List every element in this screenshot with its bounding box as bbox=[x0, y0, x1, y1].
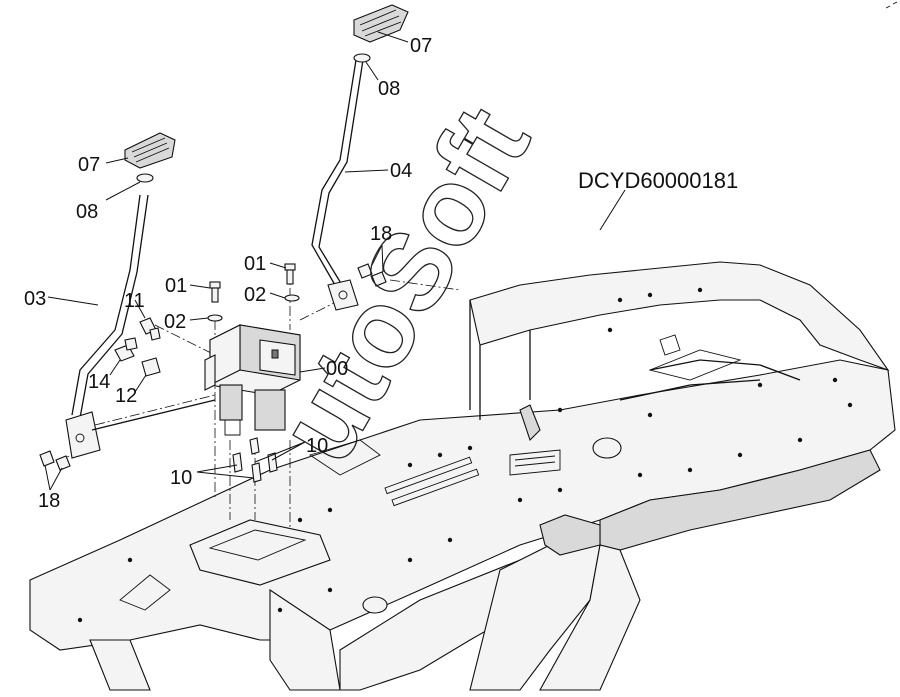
corner-mark bbox=[885, 1, 898, 9]
part-label-18-left: 18 bbox=[38, 490, 60, 512]
part-label-12: 12 bbox=[115, 385, 137, 407]
part-label-00: 00 bbox=[326, 358, 348, 380]
part-label-10-right: 10 bbox=[306, 435, 328, 457]
part-label-02-left: 02 bbox=[164, 311, 186, 333]
leader-lines bbox=[44, 31, 626, 491]
part-label-14: 14 bbox=[88, 371, 110, 393]
left-pedal-pad bbox=[124, 132, 176, 183]
right-pedal-pad bbox=[353, 4, 409, 63]
part-labels: 07 08 04 07 08 18 01 01 02 02 03 11 00 1… bbox=[24, 35, 432, 512]
part-label-18-right: 18 bbox=[370, 223, 392, 245]
part-label-03: 03 bbox=[24, 288, 46, 310]
pedal-valve-assembly bbox=[204, 324, 301, 436]
left-pedal-lever bbox=[65, 194, 216, 459]
part-label-11: 11 bbox=[124, 290, 145, 312]
part-label-10-left: 10 bbox=[170, 467, 192, 489]
part-label-04: 04 bbox=[390, 160, 412, 182]
part-label-08-left: 08 bbox=[76, 201, 98, 223]
machine-frame bbox=[29, 261, 896, 691]
part-label-07-right: 07 bbox=[410, 35, 432, 57]
right-pedal-lever bbox=[311, 59, 364, 311]
part-label-01-right: 01 bbox=[244, 253, 266, 275]
drawing-id: DCYD60000181 bbox=[578, 168, 738, 193]
part-label-08-right: 08 bbox=[378, 78, 400, 100]
part-label-07-left: 07 bbox=[78, 154, 100, 176]
part-label-01-left: 01 bbox=[165, 275, 187, 297]
part-label-02-right: 02 bbox=[244, 284, 266, 306]
